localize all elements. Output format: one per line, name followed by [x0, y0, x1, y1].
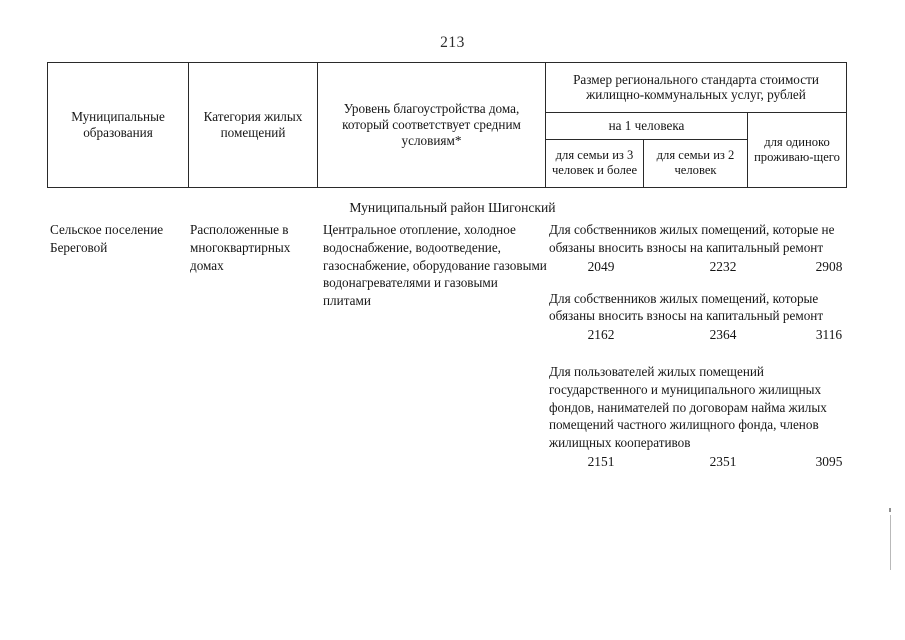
header-cell-level: Уровень благоустройства дома, который со… [317, 62, 546, 188]
block-spacer [549, 282, 859, 290]
header-row-2: на 1 человека для одиноко проживаю-щего [48, 111, 847, 189]
tariff-values: 2162 2364 3116 [549, 326, 859, 346]
header-row-3: для семьи из 3 человек и более для семьи… [48, 138, 847, 189]
header-cell-family-3plus: для семьи из 3 человек и более [545, 138, 644, 189]
tariff-values: 2151 2351 3095 [549, 453, 859, 473]
cell-tariffs: Для собственников жилых помещений, котор… [549, 221, 859, 477]
table-header: Муниципальные образования Категория жилы… [47, 62, 847, 189]
cell-category: Расположенные в многоквартирных домах [190, 222, 291, 273]
cell-level: Центральное отопление, холодное водоснаб… [323, 222, 547, 308]
header-cell-per-person: на 1 человека [545, 111, 748, 140]
tariff-block: Для пользователей жилых помещений госуда… [549, 363, 859, 473]
scan-artifact-mark [889, 508, 891, 512]
tariff-block: Для собственников жилых помещений, котор… [549, 290, 859, 347]
header-cell-category: Категория жилых помещений [188, 62, 318, 188]
header-cell-single: для одиноко проживаю-щего [747, 111, 847, 189]
tariff-value-family-2: 2351 [709, 453, 737, 469]
tariff-value-single: 3116 [815, 327, 843, 342]
header-cell-standard-title: Размер регионального стандарта стоимости… [545, 62, 847, 113]
block-spacer [549, 350, 859, 363]
district-title: Муниципальный район Шигонский [349, 200, 556, 215]
tariff-description: Для пользователей жилых помещений госуда… [549, 364, 827, 450]
header-row-1: Муниципальные образования Категория жилы… [47, 62, 847, 188]
scan-artifact-line [890, 515, 891, 570]
tariff-value-single: 2908 [815, 258, 843, 274]
tariff-block: Для собственников жилых помещений, котор… [549, 221, 859, 278]
cell-municipal: Сельское поселение Береговой [50, 222, 164, 255]
header-cell-municipal: Муниципальные образования [47, 62, 189, 188]
tariff-description: Для собственников жилых помещений, котор… [549, 290, 824, 324]
tariff-value-family-2: 2232 [709, 258, 737, 274]
tariff-value-family-2: 2364 [709, 327, 737, 342]
header-cell-family-2: для семьи из 2 человек [643, 138, 748, 189]
tariff-description: Для собственников жилых помещений, котор… [549, 222, 835, 255]
tariff-value-family-3plus: 2151 [587, 453, 615, 469]
tariff-values: 2049 2232 2908 [549, 258, 859, 278]
page-number: 213 [440, 34, 465, 51]
tariff-value-family-3plus: 2162 [587, 327, 615, 342]
tariff-value-family-3plus: 2049 [587, 258, 615, 274]
tariff-value-single: 3095 [815, 453, 843, 469]
